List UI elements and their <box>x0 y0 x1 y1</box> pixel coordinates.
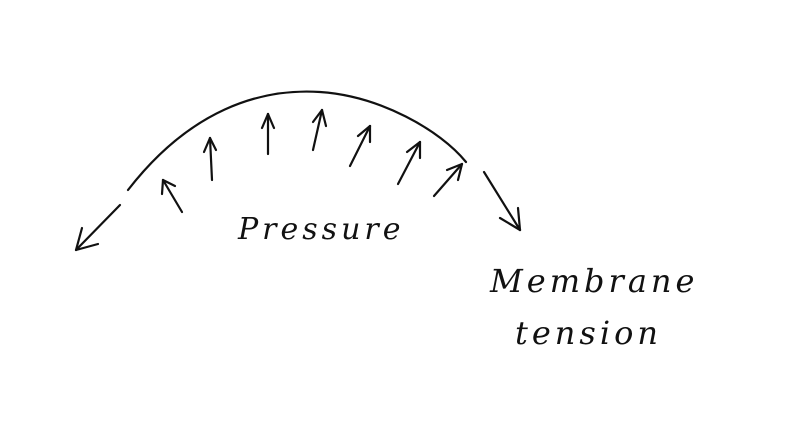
pressure-arrow <box>160 178 184 214</box>
pressure-arrows <box>160 108 464 214</box>
pressure-arrow <box>348 124 372 168</box>
pressure-arrow <box>432 162 464 198</box>
pressure-arrow <box>396 140 422 186</box>
membrane-label: Membrane <box>490 262 699 300</box>
pressure-arrow <box>202 136 218 182</box>
pressure-arrow <box>311 108 328 152</box>
tension-arrow-left <box>74 203 122 252</box>
tension-arrow-right <box>482 170 522 232</box>
pressure-label: Pressure <box>238 212 405 247</box>
tension-label: tension <box>515 314 662 352</box>
pressure-arrow <box>260 112 276 156</box>
membrane-arc <box>126 90 468 192</box>
